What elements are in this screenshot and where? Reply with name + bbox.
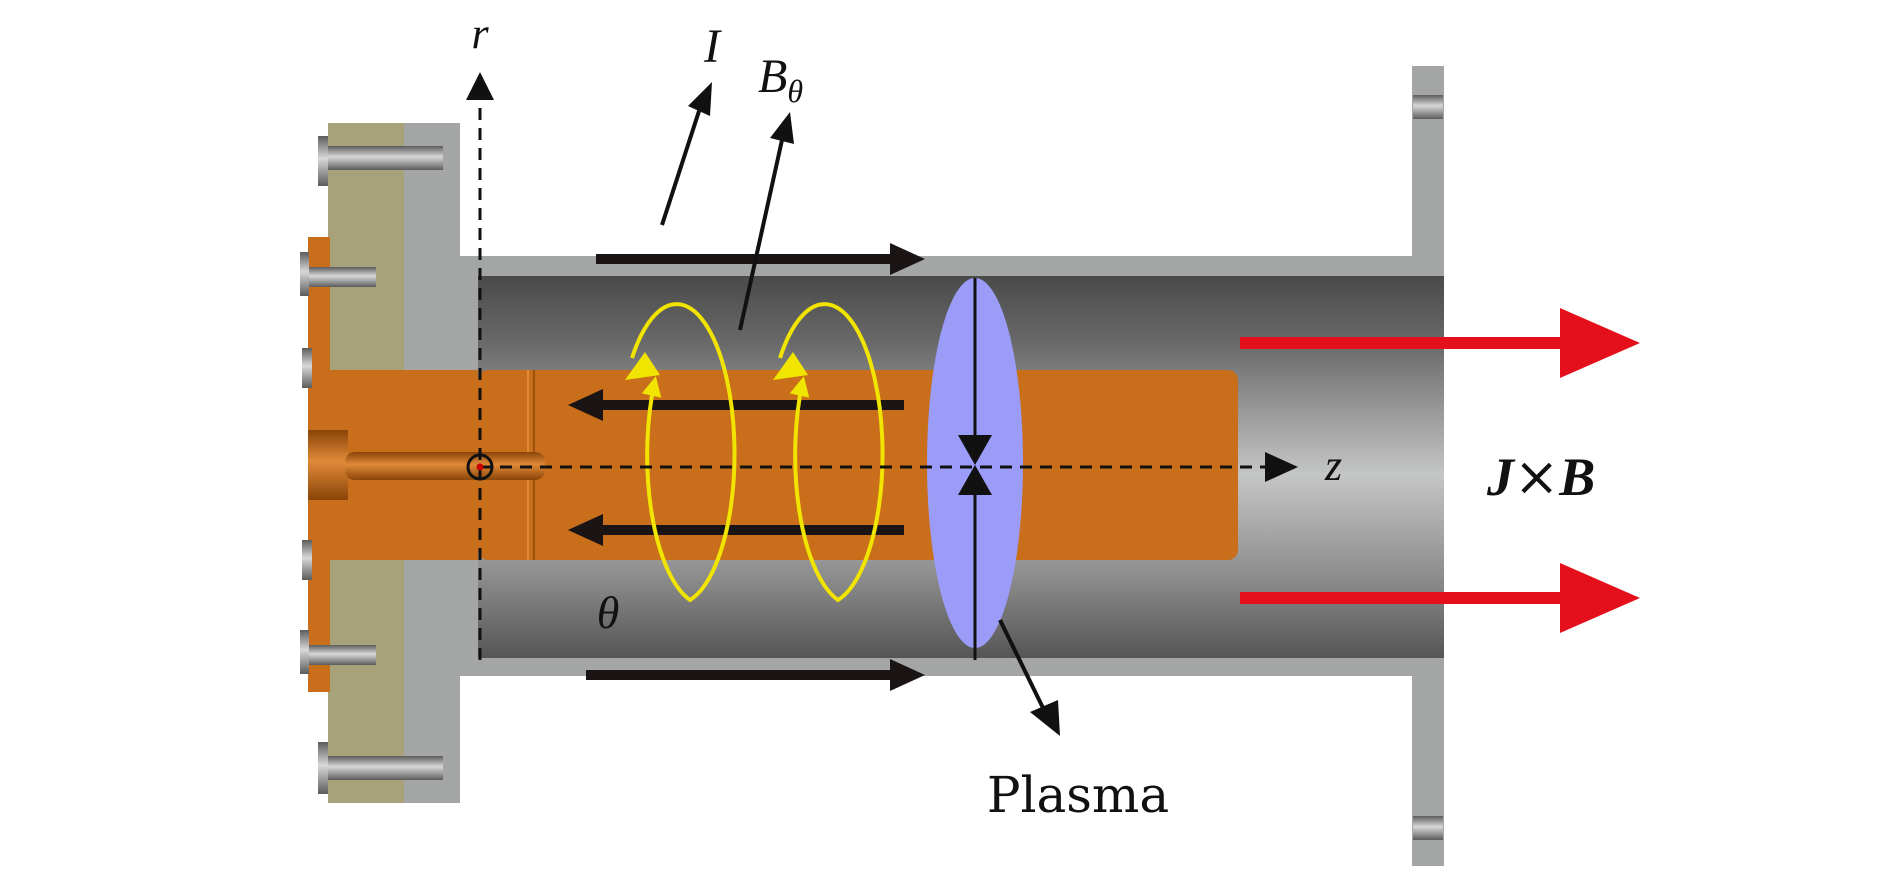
- plasma-compression-arrows: [958, 278, 992, 660]
- theta-label: θ: [597, 587, 620, 638]
- coordinate-axes: [466, 72, 1298, 660]
- copper-center-rod: [478, 370, 1238, 560]
- field-loop-1: [630, 302, 737, 603]
- b-label: B: [758, 50, 787, 103]
- feed-pin: [345, 452, 545, 480]
- mounting-bolts: [300, 136, 443, 794]
- inner-current-arrowhead-top: [568, 389, 603, 421]
- circled-dot-icon: [466, 453, 494, 481]
- exit-flange-bolt-top: [1413, 95, 1443, 119]
- field-leader: [738, 139, 784, 331]
- bolt-5-head: [300, 630, 309, 674]
- force-times: ×: [1514, 445, 1559, 508]
- outer-current-arrowhead-bottom: [890, 659, 925, 691]
- force-arrow-top-shaft: [1240, 337, 1610, 349]
- outer-current-arrowhead-top: [890, 243, 925, 275]
- inner-current-arrowhead-bottom: [568, 514, 603, 546]
- current-leader: [660, 107, 702, 226]
- plasma-label: Plasma: [987, 766, 1169, 824]
- inner-electrode: [308, 237, 1238, 692]
- bolt-6: [318, 756, 443, 780]
- force-j: J: [1486, 447, 1516, 507]
- force-arrow-bottom-head: [1560, 563, 1640, 633]
- plasma-leader: [998, 619, 1047, 713]
- exit-flange-bolt-bottom: [1413, 816, 1443, 840]
- current-label: I: [703, 20, 722, 73]
- b-subscript: θ: [787, 73, 803, 109]
- bolt-4-head: [302, 540, 312, 580]
- r-axis-arrowhead: [466, 72, 494, 100]
- bolt-5: [304, 645, 376, 665]
- magnetic-field-loops: [625, 302, 885, 603]
- field-loop-2: [778, 302, 885, 603]
- origin-dot: [476, 463, 484, 471]
- b-theta-label: Bθ: [758, 50, 803, 109]
- field-loop-1-arrowhead: [625, 352, 660, 380]
- z-axis-arrowhead: [1265, 452, 1298, 482]
- force-label: J×B: [1486, 445, 1595, 508]
- bolt-2-head: [300, 252, 309, 296]
- force-arrows: [1240, 308, 1640, 633]
- bolt-1-head: [318, 136, 328, 186]
- bolt-3-head: [302, 348, 312, 388]
- current-path-arrows: [568, 243, 925, 691]
- field-loop-2-arrowhead: [773, 352, 808, 380]
- force-arrow-top-head: [1560, 308, 1640, 378]
- bolt-6-head: [318, 742, 328, 794]
- bolt-1: [318, 146, 443, 170]
- feed-pin-base: [308, 430, 348, 500]
- z-axis-label: z: [1324, 441, 1342, 490]
- leader-arrows: [660, 82, 1060, 736]
- force-arrow-bottom-shaft: [1240, 592, 1610, 604]
- bolt-2: [304, 267, 376, 287]
- r-axis-label: r: [471, 9, 489, 58]
- force-b: B: [1558, 447, 1595, 507]
